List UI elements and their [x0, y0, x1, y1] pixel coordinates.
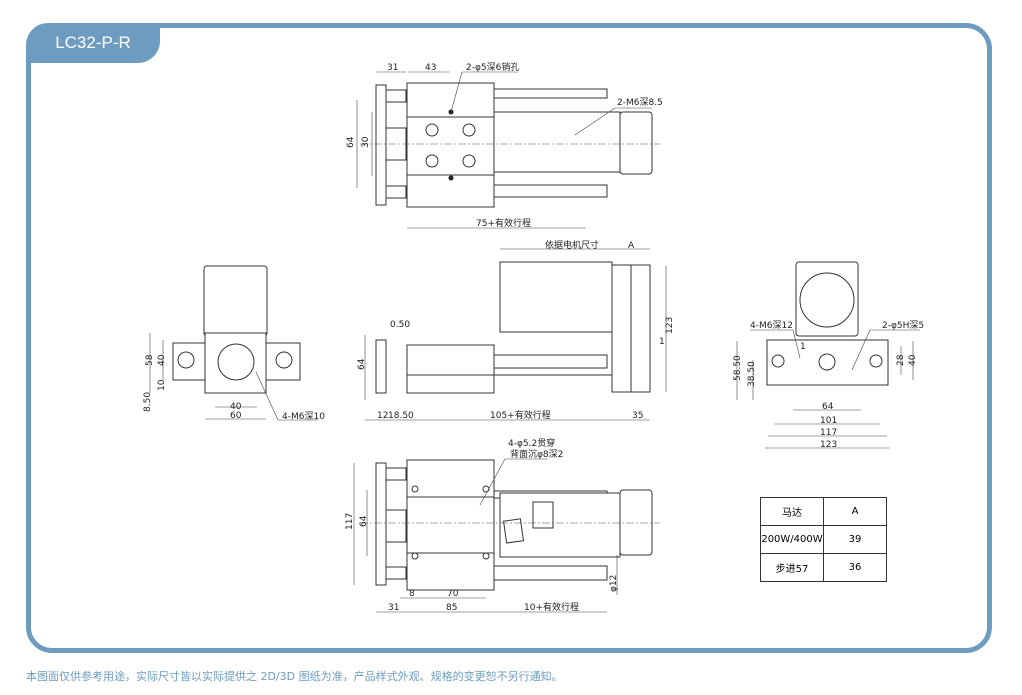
stroke-dim: 75+有效行程: [476, 217, 531, 229]
dim-123: 123: [665, 317, 675, 334]
dim-58-50: 58.50: [733, 355, 743, 381]
dim-43: 43: [425, 63, 436, 73]
counterbore-note: 背面沉φ8深2: [510, 448, 563, 460]
dim-8-50: 8.50: [143, 392, 153, 412]
dim-18-50: 18.50: [388, 411, 414, 421]
dim-8: 8: [409, 589, 415, 599]
dim-64: 64: [822, 402, 834, 412]
model-title: LC32-P-R: [26, 23, 160, 63]
dim-30: 30: [361, 136, 371, 148]
dim-40: 40: [908, 354, 918, 366]
dim-64: 64: [346, 136, 356, 148]
tap-note: 4-M6深12: [750, 320, 793, 331]
header-motor: 马达: [760, 497, 824, 526]
dim-60: 60: [230, 411, 242, 421]
motor-table: 马达 A 200W/400W 39 步进57 36: [760, 497, 887, 582]
front-view: 依据电机尺寸 A 0.50 64 123 1 12 18.50 105+有效行程…: [357, 239, 675, 421]
header-a: A: [823, 497, 887, 526]
right-view: 4-M6深12 1 2-φ5H深5 28 40 58.50 38.50 64 1…: [733, 261, 924, 450]
cell-motor: 步进57: [760, 553, 824, 582]
cell-motor: 200W/400W: [760, 525, 824, 554]
drawing-frame: [26, 23, 992, 653]
through-hole-note: 4-φ5.2贯穿: [508, 437, 555, 449]
dim-0-50: 0.50: [390, 320, 410, 330]
dim-58: 58: [145, 354, 155, 366]
dim-31: 31: [388, 603, 399, 613]
table-row: 200W/400W 39: [760, 525, 887, 554]
dim-1: 1: [659, 337, 665, 347]
dim-70: 70: [447, 589, 459, 599]
tap-note: 4-M6深10: [282, 411, 325, 422]
dim-117: 117: [345, 513, 355, 530]
dim-40: 40: [230, 402, 242, 412]
dim-31: 31: [387, 63, 398, 73]
stroke-dim: 105+有效行程: [490, 409, 551, 421]
table-header-row: 马达 A: [760, 497, 887, 526]
pin-hole-note: 2-φ5深6销孔: [466, 61, 519, 73]
tap-note: 2-M6深8.5: [617, 97, 663, 108]
motor-size-dim: 依据电机尺寸: [545, 239, 599, 251]
dim-64: 64: [359, 515, 369, 527]
disclaimer-footer: 本图面仅供参考用途，实际尺寸皆以实际提供之 2D/3D 图纸为准，产品样式外观、…: [26, 670, 563, 683]
cell-a: 36: [823, 553, 887, 582]
dim-85: 85: [446, 603, 457, 613]
dim-28: 28: [896, 354, 906, 366]
dim-10: 10: [157, 379, 167, 391]
pin-note: 2-φ5H深5: [882, 320, 924, 331]
dim-38-50: 38.50: [747, 361, 757, 387]
dim-64: 64: [357, 358, 367, 370]
table-row: 步进57 36: [760, 553, 887, 582]
dim-40-vertical: 40: [157, 354, 167, 366]
left-view: 58 40 10 8.50 40 60 4-M6深10: [143, 265, 325, 422]
dim-phi-12: φ12: [609, 575, 619, 592]
dim-12: 12: [377, 411, 388, 421]
dim-1: 1: [800, 342, 806, 352]
bottom-view: 4-φ5.2贯穿 背面沉φ8深2 117 64 8 70 31 85 10+有效…: [345, 437, 660, 613]
dim-101: 101: [820, 416, 837, 426]
dim-123: 123: [820, 440, 837, 450]
stroke-dim: 10+有效行程: [524, 601, 579, 613]
dim-117: 117: [820, 428, 837, 438]
dim-35: 35: [632, 411, 643, 421]
cell-a: 39: [823, 525, 887, 554]
top-view: 31 43 2-φ5深6销孔 2-M6深8.5 64 30 75+有效行程: [346, 61, 663, 229]
dim-a: A: [628, 241, 635, 251]
